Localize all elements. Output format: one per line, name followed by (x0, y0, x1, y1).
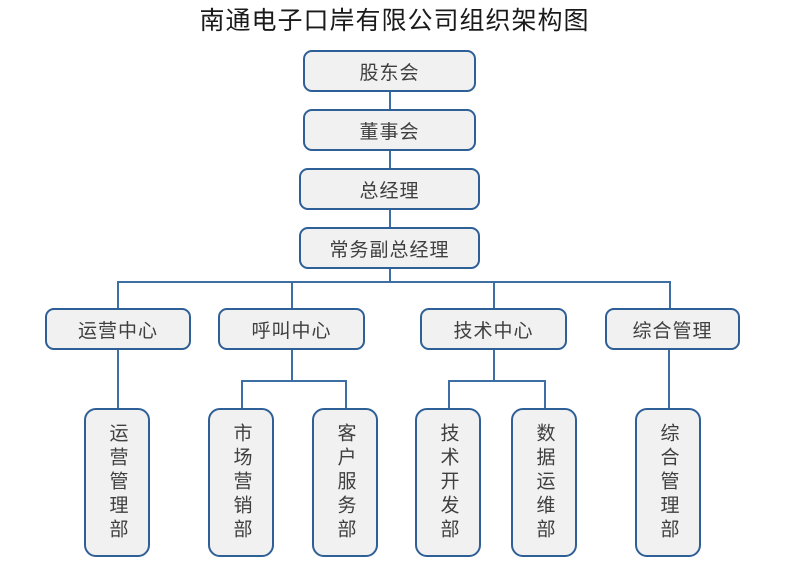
connector-bus-to-operations-center (117, 281, 119, 308)
node-board-of-directors-label: 董事会 (359, 121, 420, 143)
node-operations-mgmt-dept[interactable]: 运营管理部 (84, 408, 150, 557)
node-call-center-label: 呼叫中心 (251, 320, 332, 342)
node-technology-center-label: 技术中心 (453, 320, 534, 342)
connector-shareholders-to-board (389, 92, 391, 109)
node-general-admin[interactable]: 综合管理 (605, 308, 740, 350)
node-call-center[interactable]: 呼叫中心 (218, 308, 365, 350)
connector-technology-center-stem (493, 350, 495, 380)
connector-board-to-gm (389, 151, 391, 168)
node-general-admin-dept[interactable]: 综合管理部 (635, 408, 701, 557)
node-customer-service-dept-label: 客户服务部 (334, 422, 356, 543)
node-executive-deputy-gm-label: 常务副总经理 (329, 239, 450, 261)
connector-center-bus (117, 281, 671, 283)
node-marketing-dept-label: 市场营销部 (230, 422, 252, 543)
connector-bus-to-technology-center (493, 281, 495, 308)
connector-bus-to-call-center (291, 281, 293, 308)
connector-technology-center-to-tech-dev (448, 380, 450, 408)
connector-gm-to-deputy (389, 210, 391, 227)
connector-general-admin-to-dept (668, 350, 670, 408)
node-tech-dev-dept-label: 技术开发部 (437, 422, 459, 543)
node-operations-center[interactable]: 运营中心 (45, 308, 191, 350)
node-executive-deputy-gm[interactable]: 常务副总经理 (299, 227, 480, 269)
node-data-ops-dept-label: 数据运维部 (533, 422, 555, 543)
node-tech-dev-dept[interactable]: 技术开发部 (415, 408, 481, 557)
connector-technology-center-bus (448, 380, 546, 382)
connector-call-center-stem (291, 350, 293, 380)
node-data-ops-dept[interactable]: 数据运维部 (511, 408, 577, 557)
node-board-of-directors[interactable]: 董事会 (303, 109, 476, 151)
connector-call-center-to-marketing (241, 380, 243, 408)
node-customer-service-dept[interactable]: 客户服务部 (312, 408, 378, 557)
node-general-admin-dept-label: 综合管理部 (657, 422, 679, 543)
connector-deputy-to-bus (389, 269, 391, 282)
connector-bus-to-general-admin (669, 281, 671, 308)
node-general-manager-label: 总经理 (359, 180, 420, 202)
node-shareholders-label: 股东会 (359, 62, 420, 84)
page-title: 南通电子口岸有限公司组织架构图 (199, 8, 590, 35)
node-general-manager[interactable]: 总经理 (299, 168, 480, 210)
node-general-admin-label: 综合管理 (632, 320, 713, 342)
connector-operations-center-to-dept (117, 350, 119, 408)
node-operations-mgmt-dept-label: 运营管理部 (106, 422, 128, 543)
connector-technology-center-to-data-ops (544, 380, 546, 408)
connector-call-center-bus (241, 380, 347, 382)
connector-call-center-to-customer-service (345, 380, 347, 408)
node-marketing-dept[interactable]: 市场营销部 (208, 408, 274, 557)
node-technology-center[interactable]: 技术中心 (420, 308, 567, 350)
node-operations-center-label: 运营中心 (77, 320, 158, 342)
node-shareholders[interactable]: 股东会 (303, 50, 476, 92)
